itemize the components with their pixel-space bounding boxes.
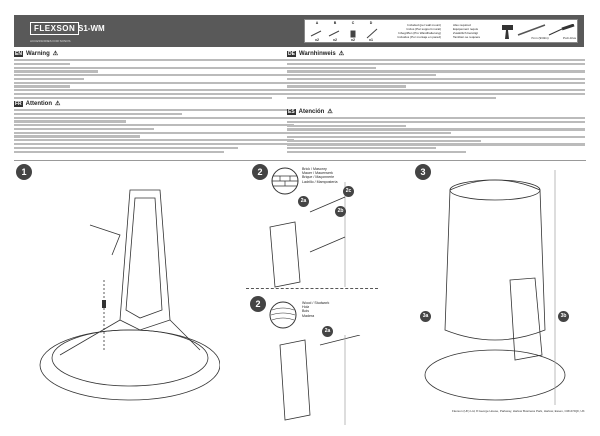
parts-icons — [310, 28, 378, 39]
section-title: Attention — [25, 100, 52, 107]
step-3-illustration — [424, 170, 566, 405]
drill-icon — [502, 25, 513, 39]
step-3b-badge: 3b — [558, 311, 569, 322]
warning-icon: ⚠ — [52, 51, 59, 57]
warning-text — [14, 109, 294, 153]
step-2-wood-badge: 2 — [250, 296, 266, 312]
step-1-illustration — [39, 189, 220, 401]
warning-icon: ⚠ — [55, 101, 61, 107]
step-2b-badge: 2b — [335, 206, 346, 217]
warning-icon: ⚠ — [338, 51, 345, 57]
divider — [14, 160, 586, 161]
warning-text — [14, 59, 294, 99]
step-3-badge: 3 — [415, 164, 431, 180]
model-name: S1-WM — [78, 24, 105, 33]
step-2-badge: 2 — [252, 164, 268, 180]
section-title: Warning — [25, 50, 50, 57]
included-text: Included (per wall mount)Inclus (Par sup… — [397, 23, 441, 39]
footer-address: Flexson (UK) Ltd, 8 George House, Parkwa… — [452, 409, 585, 413]
lang-badge-es: ES — [287, 108, 296, 115]
lang-badge-en: EN — [14, 50, 23, 57]
section-title: Warnhinweis — [298, 50, 336, 57]
step-3a-badge: 3a — [420, 311, 431, 322]
step-2-wood-illustration — [279, 335, 361, 425]
brand-logo: FLEXSON — [30, 22, 80, 35]
drill-bit-label: 7mm (9/32in) — [531, 36, 549, 40]
section-title: Atención — [298, 108, 325, 115]
warning-text — [287, 59, 585, 99]
step-1-badge: 1 — [16, 164, 32, 180]
wood-icon — [269, 301, 297, 329]
section-separator — [246, 288, 378, 289]
lang-badge-de: DE — [287, 50, 296, 57]
brick-icon — [271, 167, 299, 195]
screwdriver-icon — [548, 24, 575, 36]
screwdriver-label: Pozi drive — [563, 36, 577, 40]
tagline: ACCESSORIES FOR SONOS — [30, 39, 71, 43]
lang-badge-fr: FR — [14, 100, 23, 107]
step-2-brick-illustration — [269, 182, 346, 288]
step-2a-wood-badge: 2a — [322, 326, 333, 337]
step-2a-badge: 2a — [298, 196, 309, 207]
warning-text — [287, 117, 585, 154]
drill-bit-icon — [517, 24, 546, 36]
warning-icon: ⚠ — [327, 109, 333, 115]
step-2c-badge: 2c — [343, 186, 354, 197]
